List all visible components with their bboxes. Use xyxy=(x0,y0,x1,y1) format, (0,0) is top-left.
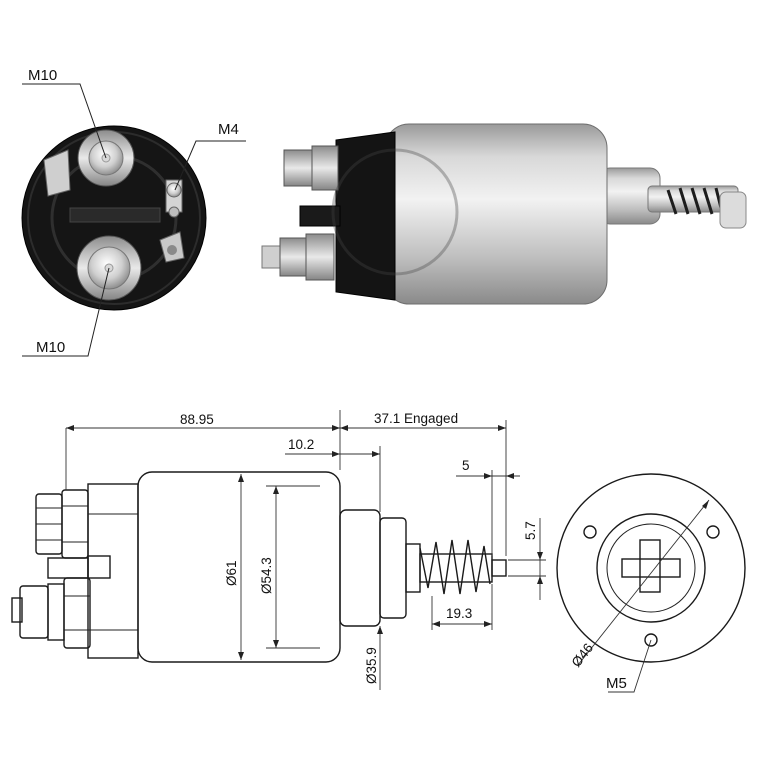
technical-side-view: 88.95 37.1 Engaged 10.2 5 5.7 19.3 xyxy=(11,410,546,690)
side-view-photo xyxy=(261,123,747,305)
spring-drawing xyxy=(419,539,491,595)
dim-spring-length: 19.3 xyxy=(446,606,472,621)
m4-terminal xyxy=(159,179,185,263)
dim-nose-diameter: Ø35.9 xyxy=(364,647,379,684)
dim-engaged-travel: 37.1 Engaged xyxy=(374,411,458,426)
technical-front-view: Ø46 M5 xyxy=(556,473,746,693)
terminal-stack-lower xyxy=(11,577,91,649)
dim-plunger-height: 5.7 xyxy=(523,521,538,540)
label-m4: M4 xyxy=(218,121,239,138)
dim-inner-diameter: Ø54.3 xyxy=(259,557,274,594)
label-m10-bottom: M10 xyxy=(36,339,65,356)
label-mount-thread: M5 xyxy=(606,675,627,692)
terminal-stack-upper xyxy=(35,489,89,559)
dim-plunger-tip: 5 xyxy=(462,458,470,473)
dim-bolt-circle: Ø46 xyxy=(569,640,597,669)
dim-overall-length: 88.95 xyxy=(180,412,214,427)
end-view-photo xyxy=(21,125,207,311)
label-m10-top: M10 xyxy=(28,67,57,84)
dim-flange-offset: 10.2 xyxy=(288,437,314,452)
dim-body-diameter: Ø61 xyxy=(224,560,239,586)
spring-photo xyxy=(666,187,724,215)
